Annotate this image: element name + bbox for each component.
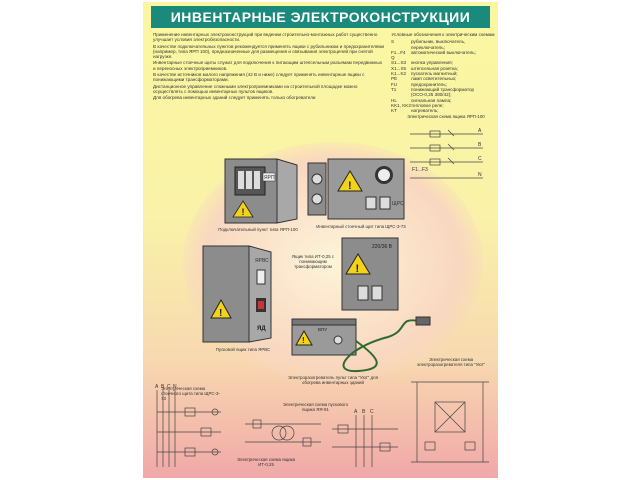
yarp-caption: Подключательный пункт типа ЯРП-100 — [218, 227, 298, 232]
yapk-label-top: ЯРВС — [255, 258, 269, 264]
legend-row: Q — [391, 55, 495, 60]
intro-paragraph: В качестве источников малого напряжения … — [153, 72, 365, 83]
phase-label: N — [173, 384, 177, 390]
legend-row: PE ламп осветительных; — [391, 76, 495, 81]
phase-label: A — [354, 409, 358, 415]
legend-text: тепловое реле; — [411, 102, 444, 108]
legend-row: FU предохранитель; — [391, 82, 495, 87]
legend-text: сигнальная лампа; — [411, 97, 452, 103]
legend-text: рубильник, выключатель, переключатель; — [411, 39, 466, 50]
legend-symbol: S1...S3 — [391, 60, 407, 66]
diagram4-caption: Электрическая схема электроразогревателя… — [416, 357, 486, 367]
legend-text: штепсельная розетка; — [411, 65, 458, 71]
legend-symbol: KT — [391, 108, 397, 114]
legend-symbol: F1...F4 — [391, 49, 406, 55]
warning-icon: ! — [348, 180, 352, 192]
diagram1: A B C N — [155, 384, 221, 467]
legend-symbol: S — [391, 39, 395, 45]
legend-row: KT нагреватель; — [391, 108, 495, 113]
legend-row: T1 понижающий трансформатор (ОСО-0,25 380… — [391, 87, 495, 98]
poster-title: ИНВЕНТАРНЫЕ ЭЛЕКТРОКОНСТРУКЦИИ — [151, 6, 490, 28]
intro-paragraph: Инвентарные стоечные щиты служат для под… — [153, 60, 383, 71]
legend-text: ламп осветительных; — [411, 76, 457, 82]
legend-symbol: PE — [391, 76, 398, 82]
legend-row: F1...F4 автоматический выключатель; — [391, 50, 495, 55]
intro-paragraph: Дистанционное управление сложными электр… — [153, 83, 358, 94]
legend-symbol: X1...X5 — [391, 65, 407, 71]
legend-text: нагреватель; — [411, 108, 439, 114]
poster: ИНВЕНТАРНЫЕ ЭЛЕКТРОКОНСТРУКЦИИ Применени… — [143, 2, 498, 478]
legend-text: понижающий трансформатор (ОСО-0,25 380/4… — [411, 86, 475, 98]
legend-symbol: KK1, KK2 — [391, 102, 411, 108]
intro-paragraph: В качестве подключательных пунктов реком… — [153, 43, 385, 60]
shds-caption: Инвентарный стоечный щит типа ЩРС-3-73 — [316, 224, 406, 229]
legend-text: кнопка управления; — [411, 60, 453, 66]
mini-diagram: A B C N F1...F3 — [410, 128, 483, 179]
phase-label: B — [478, 142, 482, 148]
pult-label: ВПУ — [318, 327, 327, 332]
warning-icon: ! — [242, 207, 245, 217]
intro-paragraph: Применение инвентарных электроконструкци… — [153, 32, 378, 43]
yarp-device-image: ЯРП ! — [224, 158, 298, 224]
yapk-device-image: ! ЯРВС ЯД — [202, 245, 272, 343]
phase-label: C — [167, 384, 171, 390]
yapk-label-bottom: ЯД — [257, 326, 266, 332]
yarp-label: ЯРП — [264, 175, 275, 181]
legend-symbol: Q — [391, 55, 395, 61]
legend-row: S1...S3 кнопка управления; — [391, 60, 495, 65]
legend-text: предохранитель; — [411, 81, 447, 87]
ito-label: 220/36 В — [372, 244, 393, 250]
diagram1-caption: Электрическая схема стоечного щита типа … — [161, 386, 220, 401]
warning-icon: ! — [302, 336, 305, 345]
legend-text: пускатель магнитный; — [411, 71, 458, 77]
legend-row: HL сигнальная лампа; — [391, 98, 495, 103]
phase-label: B — [161, 384, 165, 390]
diagram2: A B C — [332, 409, 398, 467]
legend-symbol: FU — [391, 81, 398, 87]
intro-text: Применение инвентарных электроконструкци… — [153, 32, 385, 102]
legend-row: K1...K2 пускатель магнитный; — [391, 71, 495, 76]
legend-title: Условные обозначения к электрическим схе… — [391, 32, 495, 37]
pult-caption: Электроразогреватель пульт типа "Уют" дл… — [288, 375, 378, 385]
legend-symbol: K1...K2 — [391, 71, 407, 77]
legend-symbol: HL — [391, 97, 397, 103]
diagram4 — [411, 381, 489, 463]
warning-icon: ! — [219, 308, 222, 319]
ito-device-image: ! 220/36 В — [341, 237, 399, 311]
legend: Условные обозначения к электрическим схе… — [391, 32, 495, 113]
ito-caption: Ящик типа ИТ-0,25 с понижающим трансформ… — [291, 254, 335, 269]
fuse-label: F1...F3 — [412, 167, 428, 173]
phase-label: A — [478, 128, 482, 134]
phase-label: A — [155, 384, 159, 390]
legend-text: автоматический выключатель; — [411, 49, 476, 55]
legend-row: X1...X5 штепсельная розетка; — [391, 66, 495, 71]
mini-diagram-title: Электрическая схема ящика ЯРП-100 — [407, 114, 485, 119]
warning-icon: ! — [356, 263, 360, 275]
phase-label: N — [478, 172, 482, 178]
pult-device-image: ! ВПУ — [291, 316, 431, 373]
diagram3-caption: Электрическая схема ящика ИТ-0,25 — [236, 457, 296, 467]
phase-label: C — [478, 156, 482, 162]
shds-device-image: ! ЩРС — [307, 158, 405, 220]
diagram3 — [245, 419, 321, 447]
intro-paragraph: Для обогрева инвентарных зданий следует … — [153, 95, 316, 101]
yapk-caption: Пусковой ящик типа ЯРВС — [215, 347, 271, 352]
phase-label: C — [370, 409, 374, 415]
shds-label: ЩРС — [392, 201, 404, 207]
phase-label: B — [362, 409, 366, 415]
diagram2-caption: Электрическая схема пускового ящика ЯЯ-9… — [282, 402, 349, 412]
legend-symbol: T1 — [391, 86, 397, 92]
